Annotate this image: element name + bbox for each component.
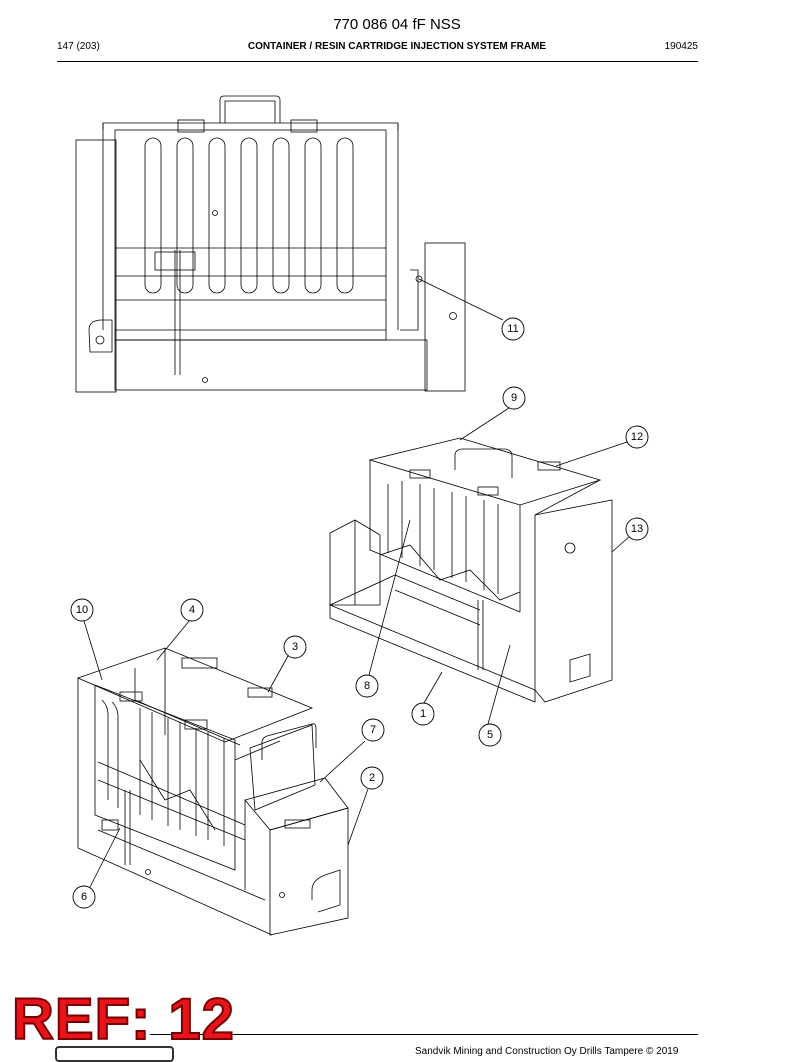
front-isometric-view — [76, 647, 349, 936]
ref-stamp: REF: 12 — [11, 986, 235, 1053]
footer-divider — [150, 1034, 698, 1035]
callout-5: 5 — [487, 729, 493, 741]
header-divider — [57, 61, 698, 62]
callout-13: 13 — [631, 523, 643, 535]
page-title: CONTAINER / RESIN CARTRIDGE INJECTION SY… — [247, 41, 547, 52]
callout-3: 3 — [292, 641, 298, 653]
footer-copyright: Sandvik Mining and Construction Oy Drill… — [415, 1046, 679, 1057]
document-number: 770 086 04 fF NSS — [333, 16, 461, 33]
callout-10: 10 — [76, 604, 88, 616]
callout-6: 6 — [81, 891, 87, 903]
callout-9: 9 — [511, 392, 517, 404]
callout-8: 8 — [364, 680, 370, 692]
callout-circles — [70, 317, 649, 909]
callout-7: 7 — [370, 724, 376, 736]
callout-1: 1 — [420, 708, 426, 720]
callout-11: 11 — [507, 323, 518, 335]
page-number: 147 (203) — [57, 41, 100, 52]
front-view — [75, 95, 466, 393]
callout-2: 2 — [369, 772, 375, 784]
callout-4: 4 — [189, 604, 195, 616]
leader-lines — [83, 278, 631, 888]
callout-12: 12 — [631, 431, 643, 443]
rear-isometric-view — [329, 437, 613, 703]
document-date: 190425 — [664, 41, 698, 52]
